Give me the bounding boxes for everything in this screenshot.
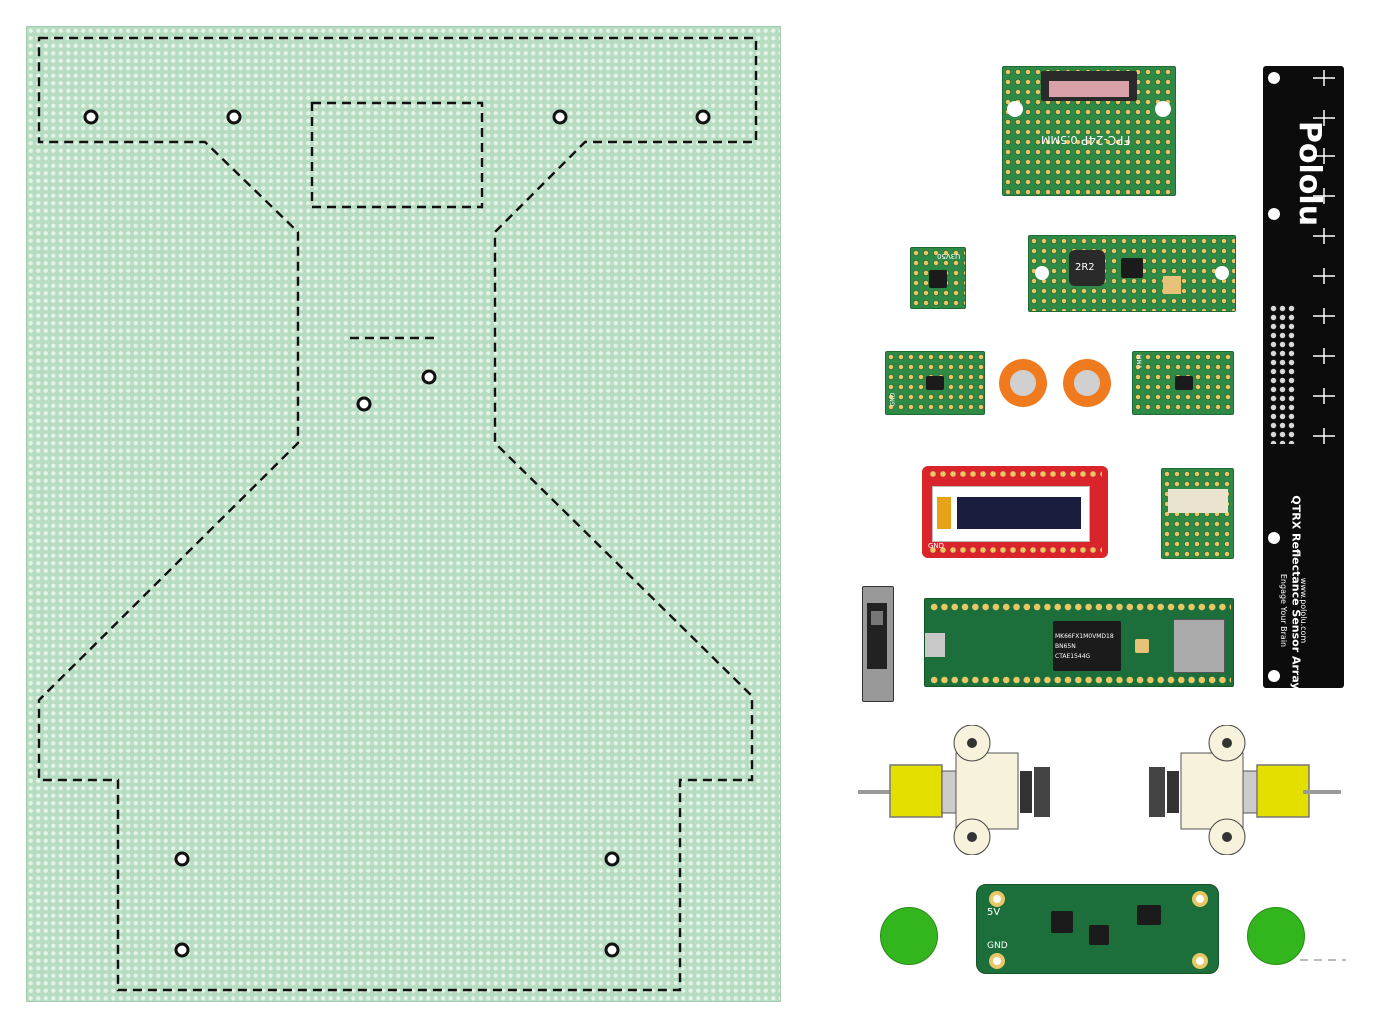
chassis-outline [37, 36, 758, 992]
inductor: 2R2 [1069, 250, 1105, 286]
mounting-hole-icon [989, 953, 1005, 969]
motor-driver-right[interactable]: VMM [1132, 351, 1234, 415]
header-pins [1269, 304, 1295, 444]
sensor-ruler-marks [1268, 70, 1335, 682]
sensor-array-url: www.pololu.com [1299, 577, 1309, 644]
mounting-hole [421, 369, 437, 385]
oled-screen [932, 486, 1090, 542]
mounting-hole [174, 851, 190, 867]
mounting-hole-icon [989, 891, 1005, 907]
orange-ring-spacer[interactable] [999, 359, 1047, 407]
mounting-hole-icon [1192, 953, 1208, 969]
green-button-right[interactable] [1247, 907, 1305, 965]
sensor-array-tagline: Engage Your Brain [1279, 573, 1289, 648]
mounting-hole-icon [1192, 891, 1208, 907]
fpc-label: FPC-24P [1081, 133, 1131, 147]
mounting-hole [552, 109, 568, 125]
fpc-pitch-label: 0.5MM [1041, 133, 1078, 146]
teensy-microcontroller[interactable]: MK66FX1M0VMD18 BN65N CTAE1544G [924, 598, 1234, 687]
qtrx-reflectance-sensor-array[interactable]: Pololu QTRX Reflectance Sensor Array Eng… [1263, 66, 1344, 690]
mounting-hole [83, 109, 99, 125]
perfboard [26, 26, 781, 1002]
fpc-adapter-board[interactable]: FPC-24P 0.5MM [1002, 66, 1176, 196]
mounting-hole-icon [1035, 266, 1049, 280]
mounting-hole [356, 396, 372, 412]
motor-driver-left[interactable]: GND [885, 351, 985, 415]
usb-port [925, 633, 945, 657]
mounting-hole [695, 109, 711, 125]
slide-switch[interactable] [862, 586, 894, 702]
small-voltage-regulator[interactable]: U3V50 [910, 247, 966, 309]
mounting-hole-icon [1155, 101, 1171, 117]
top-cutout-outline [310, 101, 484, 209]
fpc-connector [1041, 71, 1137, 101]
gearmotor-right[interactable] [1143, 725, 1343, 855]
mcu-chip: MK66FX1M0VMD18 BN65N CTAE1544G [1053, 621, 1121, 671]
mounting-hole [174, 942, 190, 958]
mounting-hole [604, 942, 620, 958]
regulator-label: U3V50 [937, 252, 961, 260]
mounting-hole-icon [1007, 101, 1023, 117]
green-button-left[interactable] [880, 907, 938, 965]
buck-voltage-regulator[interactable]: 2R2 [1028, 235, 1236, 312]
soic-breakout-board[interactable] [1161, 468, 1234, 559]
sd-card-slot [1173, 619, 1225, 673]
dash-marker [1300, 959, 1346, 961]
orange-ring-spacer[interactable] [1063, 359, 1111, 407]
oled-display-module[interactable]: GND [922, 466, 1108, 558]
mounting-hole [604, 851, 620, 867]
mounting-hole [226, 109, 242, 125]
servo-controller-board[interactable]: 5V GND [976, 884, 1219, 974]
pololu-logo: Pololu [1292, 120, 1328, 227]
mounting-hole-icon [1215, 266, 1229, 280]
gearmotor-left[interactable] [856, 725, 1056, 855]
